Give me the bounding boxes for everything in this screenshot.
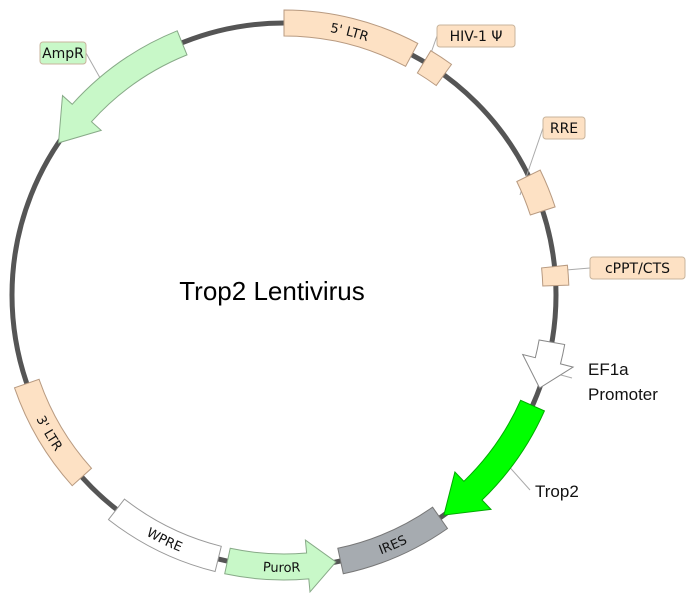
feature-ef1a-promoter-label-line2: Promoter	[588, 385, 658, 404]
feature-ires[interactable]	[337, 506, 449, 575]
feature-5-ltr[interactable]	[283, 9, 419, 67]
feature-rre-label: RRE	[550, 121, 578, 137]
feature-puror-label-text: PuroR	[262, 560, 300, 576]
feature-cppt-cts-leader-line	[565, 267, 591, 271]
feature-hiv1-psi-label: HIV-1 Ψ	[450, 29, 503, 45]
feature-ampr[interactable]	[57, 30, 188, 144]
feature-rre[interactable]	[516, 169, 556, 216]
feature-3-ltr[interactable]	[13, 378, 93, 487]
feature-rre-label-box[interactable]	[542, 116, 586, 140]
feature-trop2[interactable]	[443, 399, 546, 516]
feature-ef1a-promoter[interactable]	[521, 339, 575, 389]
feature-ampr-label-box[interactable]	[39, 41, 87, 65]
feature-cppt-cts[interactable]	[541, 264, 570, 287]
feature-cppt-cts-label-box[interactable]	[589, 256, 686, 280]
feature-ampr-label: AmpR	[42, 46, 84, 62]
feature-cppt-cts-label: cPPT/CTS	[605, 261, 670, 277]
feature-hiv1-psi[interactable]	[416, 50, 453, 87]
feature-ef1a-promoter-label: EF1a	[588, 360, 629, 379]
feature-puror-label: PuroR	[262, 560, 300, 576]
feature-puror[interactable]	[224, 539, 337, 594]
feature-wpre[interactable]	[107, 498, 222, 573]
feature-hiv1-psi-label-box[interactable]	[436, 24, 516, 48]
plasmid-title: Trop2 Lentivirus	[179, 276, 364, 306]
feature-trop2-label: Trop2	[535, 482, 579, 501]
